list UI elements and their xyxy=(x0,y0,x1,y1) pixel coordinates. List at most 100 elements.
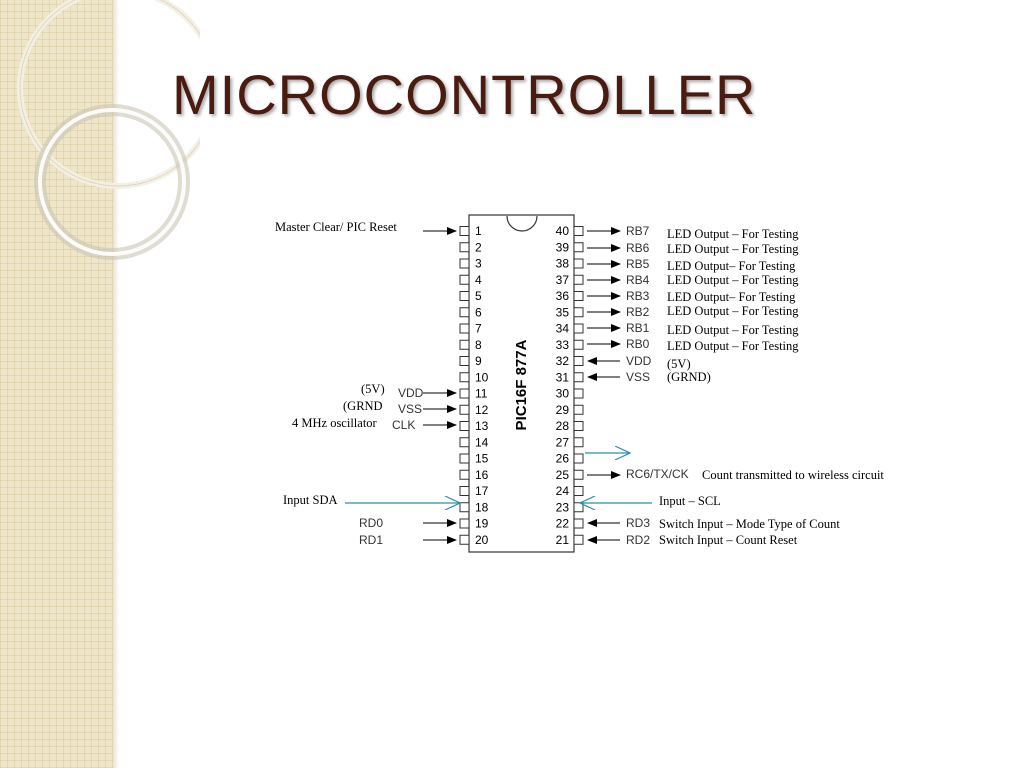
chip-body xyxy=(468,214,575,553)
signal-rd1: RD1 xyxy=(359,533,383,547)
pin-box-right xyxy=(573,258,584,269)
pin-number-left: 18 xyxy=(475,500,489,514)
signal-rb1: RB1 xyxy=(626,321,650,335)
pin-box-left xyxy=(459,339,470,350)
label-rb0: LED Output – For Testing xyxy=(667,339,799,353)
pin-number-right: 38 xyxy=(556,257,570,271)
pin-box-left xyxy=(459,372,470,383)
signal-rb7: RB7 xyxy=(626,224,650,238)
label-input-sda: Input SDA xyxy=(283,493,338,507)
label-grnd-left: (GRND xyxy=(343,399,383,413)
pin-box-left xyxy=(459,356,470,366)
pin-box-left xyxy=(459,242,470,253)
pin-number-left: 1 xyxy=(475,224,482,238)
right-signal-names: RB7 RB6 RB5 RB4 RB3 RB2 RB1 RB0 VDD VSS … xyxy=(626,224,689,547)
pin-box-right xyxy=(573,486,584,496)
signal-vdd-right: VDD xyxy=(626,354,652,368)
pin-number-right: 22 xyxy=(556,517,570,531)
pin-number-right: 29 xyxy=(556,403,570,417)
pin-number-left: 15 xyxy=(475,452,489,466)
chip-name: PIC16F 877A xyxy=(513,339,530,430)
label-rb6: LED Output – For Testing xyxy=(667,242,799,256)
pin-box-left xyxy=(459,421,470,431)
pin-box-left xyxy=(459,274,470,285)
signal-rb4: RB4 xyxy=(626,273,650,287)
pin-box-left xyxy=(459,502,470,513)
pin-number-left: 7 xyxy=(475,322,482,336)
pin-box-right xyxy=(573,421,584,431)
label-rb4: LED Output – For Testing xyxy=(667,273,799,287)
pin-box-left xyxy=(459,226,470,236)
right-annotations: LED Output – For Testing LED Output – Fo… xyxy=(659,227,884,547)
chip-notch xyxy=(506,215,538,232)
pin-number-left: 17 xyxy=(475,484,489,498)
page-title: MICROCONTROLLER xyxy=(172,63,757,126)
label-switch-reset: Switch Input – Count Reset xyxy=(659,533,798,547)
sidebar-edge xyxy=(113,0,119,768)
pin-box-right xyxy=(573,226,584,236)
signal-vss-left: VSS xyxy=(398,402,422,416)
pin-box-left xyxy=(459,291,470,301)
label-rb5: LED Output– For Testing xyxy=(667,259,796,273)
label-oscillator: 4 MHz oscillator xyxy=(292,416,378,430)
label-rb3: LED Output– For Testing xyxy=(667,290,796,304)
pin-number-right: 40 xyxy=(556,224,570,238)
pin-box-right xyxy=(573,388,584,399)
pin-number-right: 23 xyxy=(556,500,570,514)
signal-vdd-left: VDD xyxy=(398,386,424,400)
pin-number-right: 27 xyxy=(556,435,570,449)
signal-rb3: RB3 xyxy=(626,289,650,303)
label-master-clear: Master Clear/ PIC Reset xyxy=(275,220,397,234)
pin-number-left: 14 xyxy=(475,435,489,449)
signal-vss-right: VSS xyxy=(626,370,650,384)
pin-number-left: 8 xyxy=(475,338,482,352)
pin-box-right xyxy=(573,404,584,415)
pin-box-right xyxy=(573,356,584,366)
pin-box-right xyxy=(573,323,584,334)
pin-box-left xyxy=(459,518,470,529)
pin-box-left xyxy=(459,258,470,269)
pin-box-left xyxy=(459,307,470,318)
pin-box-right xyxy=(573,502,584,513)
pin-number-left: 4 xyxy=(475,273,482,287)
pin-number-right: 21 xyxy=(556,533,570,547)
pin-number-right: 37 xyxy=(556,273,570,287)
pin-box-left xyxy=(459,453,470,464)
signal-rb6: RB6 xyxy=(626,241,650,255)
pin-number-left: 16 xyxy=(475,468,489,482)
pin-box-left xyxy=(459,469,470,480)
signal-rb5: RB5 xyxy=(626,257,650,271)
pin-number-right: 31 xyxy=(556,370,570,384)
pin-number-right: 24 xyxy=(556,484,570,498)
pin-number-right: 26 xyxy=(556,452,570,466)
pin-number-left: 11 xyxy=(475,387,488,401)
pin-number-right: 25 xyxy=(556,468,570,482)
signal-clk: CLK xyxy=(392,418,415,432)
pin-number-left: 9 xyxy=(475,354,482,368)
pin-number-left: 20 xyxy=(475,533,489,547)
right-output-arrows xyxy=(587,227,621,544)
signal-rd2: RD2 xyxy=(626,533,650,547)
pin-box-right xyxy=(573,291,584,301)
pin-number-right: 35 xyxy=(556,305,570,319)
pin-number-right: 28 xyxy=(556,419,570,433)
pin-number-right: 36 xyxy=(556,289,570,303)
pin-number-left: 10 xyxy=(475,370,489,384)
pin-box-right xyxy=(573,372,584,383)
decorative-circles xyxy=(17,0,200,260)
label-count-transmitted: Count transmitted to wireless circuit xyxy=(702,468,884,482)
label-input-scl: Input – SCL xyxy=(659,494,721,508)
pin-number-right: 34 xyxy=(556,322,570,336)
pin-box-left xyxy=(459,404,470,415)
signal-rb0: RB0 xyxy=(626,337,650,351)
pin-number-right: 33 xyxy=(556,338,570,352)
label-rb7: LED Output – For Testing xyxy=(667,227,799,241)
signal-rd3: RD3 xyxy=(626,516,650,530)
pin-box-left xyxy=(459,534,470,545)
signal-rd0: RD0 xyxy=(359,516,383,530)
pin-number-left: 13 xyxy=(475,419,489,433)
label-5v-right: (5V) xyxy=(667,357,691,371)
